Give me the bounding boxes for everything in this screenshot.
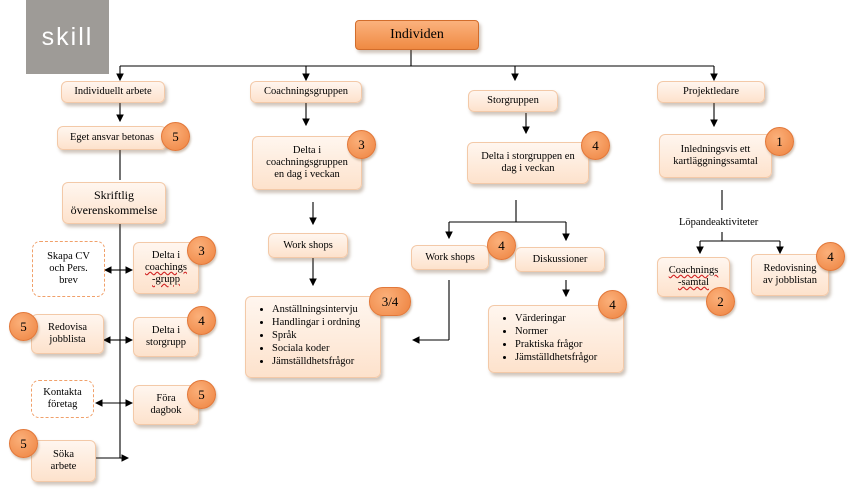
report-line1: Redovisning: [763, 263, 817, 274]
coaching-talk-line1: Coachnings: [668, 265, 719, 276]
report-badge: 4: [816, 242, 845, 271]
large-group-participate-badge: 4: [581, 131, 610, 160]
agreement-line2: överenskommelse: [70, 203, 158, 217]
large-group-participate-line2: dag i veckan: [501, 163, 555, 174]
large-group-topic-item: Värderingar: [515, 312, 597, 325]
coaching-topic-item: Handlingar i ordning: [272, 316, 360, 329]
large-group-participate-line1: Delta i storgruppen en: [481, 151, 575, 162]
coaching-topic-item: Jämställdhetsfrågor: [272, 355, 360, 368]
individual-header: Individuellt arbete: [61, 81, 165, 103]
side-item-large-group-line2: storgrupp: [145, 337, 187, 348]
coaching-topics-node: Anställningsintervju Handlingar i ordnin…: [245, 296, 381, 378]
mapping-line1: Inledningsvis ett: [680, 144, 751, 155]
large-group-workshops-label: Work shops: [425, 251, 475, 263]
responsibility-badge-value: 5: [172, 128, 179, 144]
left-item-contact: Kontakta företag: [31, 380, 94, 418]
coaching-topic-item: Sociala koder: [272, 342, 360, 355]
large-group-topic-item: Jämställdhetsfrågor: [515, 351, 597, 364]
large-group-participate-badge-value: 4: [592, 137, 599, 153]
skill-logo: skill: [26, 0, 109, 74]
coaching-topics-badge: 3/4: [369, 287, 411, 316]
large-group-topic-item: Praktiska frågor: [515, 338, 597, 351]
report-line2: av jobblistan: [763, 275, 817, 286]
root-label: Individen: [390, 27, 444, 42]
left-item-search-job-line2: arbete: [50, 461, 77, 472]
large-group-discussions-label: Diskussioner: [532, 253, 588, 265]
left-item-job-list: Redovisa jobblista: [31, 314, 104, 354]
left-item-contact-line1: Kontakta: [43, 387, 82, 398]
coaching-talk-badge-value: 2: [717, 293, 724, 309]
left-item-search-job-badge-value: 5: [20, 435, 27, 451]
left-item-cv-line1: Skapa CV: [47, 251, 90, 262]
side-item-diary-badge-value: 5: [198, 386, 205, 402]
left-item-search-job-line1: Söka: [53, 449, 74, 460]
side-item-coaching-line3: -grupp: [152, 274, 180, 285]
large-group-topics-list: Värderingar Normer Praktiska frågor Jäms…: [495, 312, 597, 364]
mapping-node: Inledningsvis ett kartläggningssamtal: [659, 134, 772, 178]
large-group-participate-node: Delta i storgruppen en dag i veckan: [467, 142, 589, 184]
report-badge-value: 4: [827, 248, 834, 264]
left-item-job-list-line2: jobblista: [49, 334, 86, 345]
individual-header-label: Individuellt arbete: [74, 86, 152, 97]
coaching-topics-badge-value: 3/4: [381, 293, 399, 309]
coaching-topic-item: Språk: [272, 329, 360, 342]
side-item-coaching-badge-value: 3: [198, 242, 205, 258]
left-item-search-job: Söka arbete: [31, 440, 96, 482]
large-group-topic-item: Normer: [515, 325, 597, 338]
coaching-talk-line2: -samtal: [678, 277, 709, 288]
large-group-workshops-node: Work shops: [411, 245, 489, 270]
coaching-participate-badge: 3: [347, 130, 376, 159]
side-item-large-group-line1: Delta i: [151, 325, 181, 336]
left-item-job-list-badge: 5: [9, 312, 38, 341]
left-item-cv-line3: brev: [59, 275, 78, 286]
agreement-line1: Skriftlig: [93, 188, 134, 202]
left-item-job-list-line1: Redovisa: [47, 322, 88, 333]
coaching-topics-list: Anställningsintervju Handlingar i ordnin…: [252, 303, 360, 368]
coaching-workshops-node: Work shops: [268, 233, 348, 258]
side-item-large-group-badge-value: 4: [198, 312, 205, 328]
side-item-diary-badge: 5: [187, 380, 216, 409]
coaching-participate-line3: en dag i veckan: [274, 169, 340, 180]
large-group-topics-badge: 4: [598, 290, 627, 319]
mapping-badge-value: 1: [776, 133, 783, 149]
side-item-diary-line2: dagbok: [150, 405, 182, 416]
large-group-header-label: Storgruppen: [487, 95, 539, 106]
large-group-discussions-node: Diskussioner: [515, 247, 605, 272]
coaching-header: Coachningsgruppen: [250, 81, 362, 103]
responsibility-badge: 5: [161, 122, 190, 151]
root-node: Individen: [355, 20, 479, 50]
coaching-participate-badge-value: 3: [358, 136, 365, 152]
left-item-search-job-badge: 5: [9, 429, 38, 458]
side-item-coaching-line1: Delta i: [151, 250, 181, 261]
side-item-coaching-line2: coachings: [145, 262, 187, 273]
side-item-large-group-badge: 4: [187, 306, 216, 335]
large-group-header: Storgruppen: [468, 90, 558, 112]
coaching-participate-line1: Delta i: [292, 145, 322, 156]
large-group-workshops-badge: 4: [487, 231, 516, 260]
ongoing-activities-label: Löpandeaktiviteter: [679, 217, 759, 228]
left-item-cv-line2: och Pers.: [49, 263, 88, 274]
responsibility-node: Eget ansvar betonas: [57, 126, 167, 150]
agreement-node: Skriftlig överenskommelse: [62, 182, 166, 224]
coaching-topic-item: Anställningsintervju: [272, 303, 360, 316]
large-group-workshops-badge-value: 4: [498, 237, 505, 253]
coaching-talk-badge: 2: [706, 287, 735, 316]
left-item-cv: Skapa CV och Pers. brev: [32, 241, 105, 297]
coaching-workshops-label: Work shops: [283, 239, 333, 251]
coaching-participate-node: Delta i coachningsgruppen en dag i vecka…: [252, 136, 362, 190]
side-item-diary-line1: Föra: [156, 393, 176, 404]
coaching-participate-line2: coachningsgruppen: [266, 157, 348, 168]
large-group-topics-node: Värderingar Normer Praktiska frågor Jäms…: [488, 305, 624, 373]
coaching-header-label: Coachningsgruppen: [264, 86, 348, 97]
left-item-contact-line2: företag: [47, 399, 78, 410]
side-item-coaching-badge: 3: [187, 236, 216, 265]
mapping-line2: kartläggningssamtal: [673, 156, 758, 167]
mapping-badge: 1: [765, 127, 794, 156]
large-group-topics-badge-value: 4: [609, 296, 616, 312]
project-leader-header: Projektledare: [657, 81, 765, 103]
project-leader-header-label: Projektledare: [683, 86, 739, 97]
left-item-job-list-badge-value: 5: [20, 318, 27, 334]
responsibility-label: Eget ansvar betonas: [70, 132, 154, 143]
